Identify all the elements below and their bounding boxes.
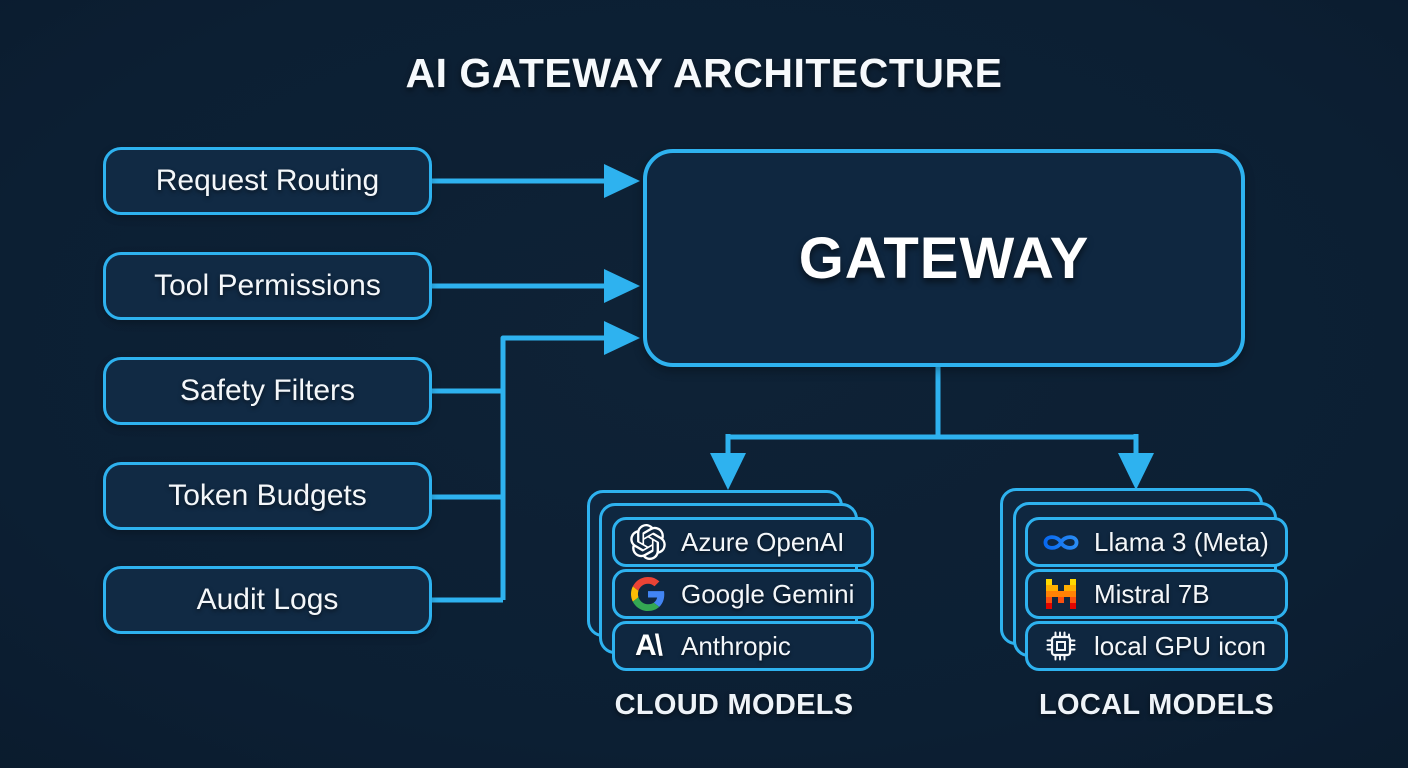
meta-icon <box>1041 529 1081 556</box>
local-models-stack: Llama 3 (Meta) Mistral 7B <box>1025 517 1288 671</box>
box-tool-permissions-label: Tool Permissions <box>154 269 381 302</box>
connector-bus-vertical <box>500 335 606 600</box>
arrowhead-into-gateway-middle <box>604 269 640 303</box>
cloud-models-caption: CLOUD MODELS <box>614 689 854 721</box>
mistral-icon <box>1041 579 1081 609</box>
model-label-azure-openai: Azure OpenAI <box>681 526 845 557</box>
model-row-llama3: Llama 3 (Meta) <box>1025 517 1288 567</box>
page-title: AI GATEWAY ARCHITECTURE <box>405 50 1003 96</box>
model-label-llama3: Llama 3 (Meta) <box>1094 526 1269 557</box>
model-row-azure-openai: Azure OpenAI <box>612 517 874 567</box>
gateway-label: GATEWAY <box>798 225 1090 291</box>
box-audit-logs-label: Audit Logs <box>196 583 339 616</box>
model-label-local-gpu: local GPU icon <box>1094 630 1266 661</box>
openai-icon <box>628 524 668 560</box>
gateway-box: GATEWAY <box>643 149 1245 367</box>
arrowhead-into-gateway-bottom <box>604 321 640 355</box>
box-audit-logs: Audit Logs <box>103 566 432 634</box>
arrowhead-cloud-models <box>710 453 746 490</box>
model-label-anthropic: Anthropic <box>681 630 791 661</box>
arrowhead-into-gateway-top <box>604 164 640 198</box>
model-row-mistral: Mistral 7B <box>1025 569 1288 619</box>
arrowhead-local-models <box>1118 453 1154 490</box>
box-request-routing-label: Request Routing <box>155 164 380 197</box>
model-row-google-gemini: Google Gemini <box>612 569 874 619</box>
box-token-budgets-label: Token Budgets <box>168 479 367 512</box>
gpu-chip-icon <box>1041 628 1081 664</box>
local-models-caption: LOCAL MODELS <box>1038 689 1275 721</box>
model-label-google-gemini: Google Gemini <box>681 578 855 609</box>
model-label-mistral: Mistral 7B <box>1094 578 1210 609</box>
box-tool-permissions: Tool Permissions <box>103 252 432 320</box>
google-icon <box>628 577 668 611</box>
box-safety-filters-label: Safety Filters <box>179 374 356 407</box>
model-row-local-gpu: local GPU icon <box>1025 621 1288 671</box>
box-safety-filters: Safety Filters <box>103 357 432 425</box>
box-request-routing: Request Routing <box>103 147 432 215</box>
box-token-budgets: Token Budgets <box>103 462 432 530</box>
anthropic-icon: A\ <box>635 629 663 662</box>
cloud-models-stack: Azure OpenAI Google Gemini A\ Anthropic <box>612 517 874 671</box>
model-row-anthropic: A\ Anthropic <box>612 621 874 671</box>
